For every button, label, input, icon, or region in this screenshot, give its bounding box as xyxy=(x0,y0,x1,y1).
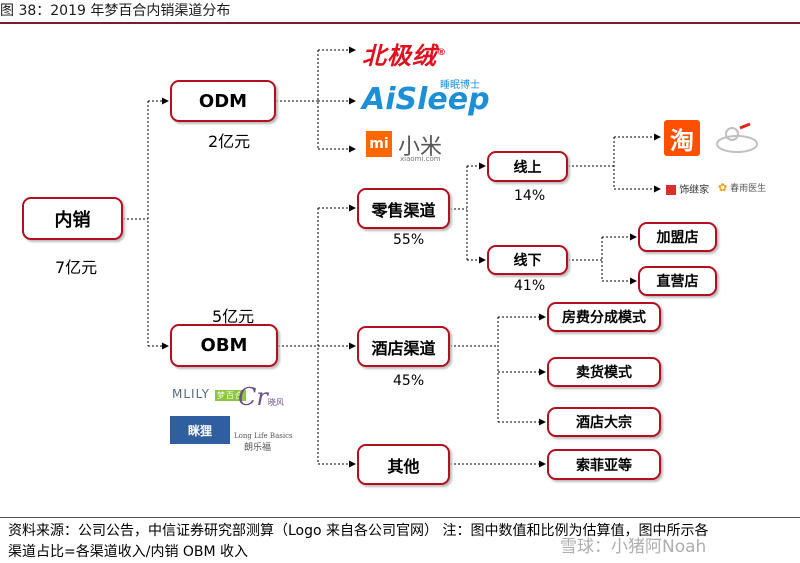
footer-line-2: 渠道占比=各渠道收入/内销 OBM 收入 xyxy=(8,544,249,560)
odm-value: 2亿元 xyxy=(208,132,251,151)
offline-share: 41% xyxy=(514,278,546,294)
franchise-store-node: 加盟店 xyxy=(638,222,717,252)
offline-node: 线下 xyxy=(487,245,568,275)
mlily-logo: MLILY 梦百合 xyxy=(172,387,246,401)
offline-label: 线下 xyxy=(513,253,542,269)
root-label: 内销 xyxy=(54,209,91,231)
root-node: 内销 xyxy=(22,197,123,240)
online-label: 线上 xyxy=(513,159,542,176)
product-sale-mode-node: 卖货模式 xyxy=(547,357,661,387)
jd-logo xyxy=(712,120,762,156)
hotel-bulk-label: 酒店大宗 xyxy=(576,415,632,431)
retail-channel-label: 零售渠道 xyxy=(371,200,436,220)
sofia-etc-label: 索菲亚等 xyxy=(576,457,632,474)
hotel-channel-node: 酒店渠道 xyxy=(357,326,450,367)
retail-channel-node: 零售渠道 xyxy=(357,188,450,229)
obm-value: 5亿元 xyxy=(212,307,255,326)
jd-dog-icon xyxy=(716,122,758,153)
online-node: 线上 xyxy=(487,151,568,182)
title-rule xyxy=(0,22,800,24)
taobao-logo: 淘 xyxy=(664,120,700,156)
sofia-etc-node: 索菲亚等 xyxy=(547,449,661,480)
cr-tag: 晓风 xyxy=(267,398,284,407)
aisleep-logo: AiSleep 睡眠博士 xyxy=(362,80,490,117)
direct-store-label: 直营店 xyxy=(656,274,699,290)
meili-logo: 眯狸 xyxy=(170,416,230,444)
odm-node: ODM xyxy=(170,80,276,122)
hotel-bulk-node: 酒店大宗 xyxy=(547,407,661,437)
cr-logo: Cr晓风 xyxy=(238,383,284,411)
watermark: 雪球：小猪阿Noah xyxy=(560,537,707,557)
footer-rule xyxy=(0,517,800,518)
longlife-cn-text: 朗乐福 xyxy=(244,443,272,453)
hotel-channel-label: 酒店渠道 xyxy=(371,338,436,358)
longlife-text: Long Life Basics xyxy=(234,432,293,440)
footer-line-1: 资料来源：公司公告，中信证券研究部测算（Logo 来自各公司官网） 注：图中数值… xyxy=(8,523,709,539)
room-share-mode-node: 房费分成模式 xyxy=(547,302,661,332)
hotel-channel-share: 45% xyxy=(393,373,425,389)
retail-channel-share: 55% xyxy=(393,232,425,248)
aisleep-subtext: 睡眠博士 xyxy=(440,80,480,91)
shijijia-logo: 饰继家 xyxy=(666,181,709,196)
shijijia-icon xyxy=(666,185,676,195)
online-share: 14% xyxy=(514,188,546,204)
root-value: 7亿元 xyxy=(55,258,98,277)
chunyu-flower-icon: ✿ xyxy=(718,181,728,194)
other-channel-node: 其他 xyxy=(357,444,450,485)
other-channel-label: 其他 xyxy=(387,456,420,476)
mlily-tag: 梦百合 xyxy=(214,390,246,401)
odm-label: ODM xyxy=(198,90,248,112)
chunyu-text: 春雨医生 xyxy=(730,184,767,194)
obm-node: OBM xyxy=(170,324,278,367)
chunyu-logo: ✿ 春雨医生 xyxy=(718,181,766,194)
meili-text: 眯狸 xyxy=(187,423,212,438)
direct-store-node: 直营店 xyxy=(638,266,717,296)
room-share-mode-label: 房费分成模式 xyxy=(562,310,646,326)
mlily-text: MLILY xyxy=(172,387,210,401)
obm-label: OBM xyxy=(200,335,248,356)
shijijia-text: 饰继家 xyxy=(679,185,710,196)
cr-text: Cr xyxy=(238,383,268,411)
figure-title: 图 38：2019 年梦百合内销渠道分布 xyxy=(0,3,231,19)
product-sale-mode-label: 卖货模式 xyxy=(576,365,632,381)
beijirong-text: 北极绒 xyxy=(362,42,437,70)
xiaomi-mi-icon: mi xyxy=(366,131,392,157)
longlife-logo: Long Life Basics 朗乐福 xyxy=(234,432,293,453)
beijirong-logo: 北极绒® xyxy=(362,42,447,70)
aisleep-text: AiSleep xyxy=(362,82,490,117)
xiaomi-name: 小米 xyxy=(398,135,443,160)
xiaomi-url: xiaomi.com xyxy=(400,155,441,163)
franchise-store-label: 加盟店 xyxy=(656,230,699,246)
